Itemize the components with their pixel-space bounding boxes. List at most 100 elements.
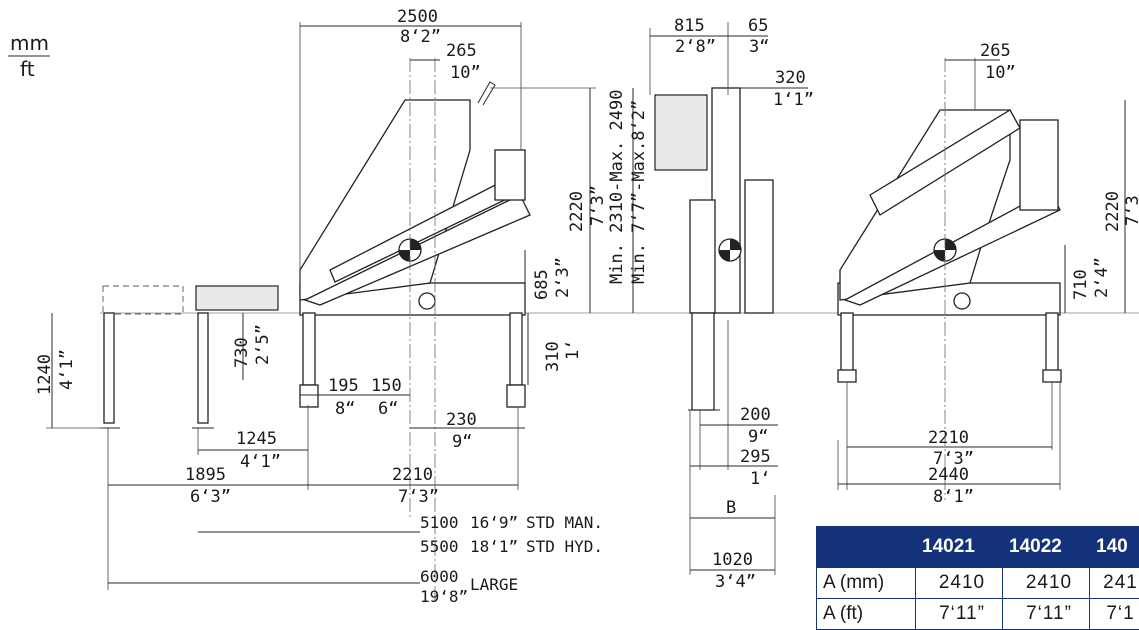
rear-dim-265-mm: 265 [980,41,1011,61]
base-pin [419,293,435,309]
dim-1240-ft: 4‘1” [57,349,77,390]
dim-230-mm: 230 [446,410,477,430]
rear-view: 265 10” 2220 7‘3 710 2‘4” 2210 7‘3” 2440… [838,41,1139,507]
dim-1240-mm: 1240 [35,354,55,395]
unit-ft-label: ft [20,57,35,81]
foot-pad-right [507,385,525,407]
dim-2210-mm: 2210 [392,465,433,485]
spec-cell: 2410 [916,568,1003,599]
dim-1895-ft: 6‘3” [190,487,231,507]
rear-outrigger-right [1046,313,1058,378]
hook-arm [478,82,495,105]
table-row: A (mm) 2410 2410 241 [817,568,1139,599]
dim-195-ft: 8“ [335,399,355,419]
dim-150-ft: 6“ [378,399,398,419]
dim-265-mm: 265 [446,41,477,61]
rear-dim-2440-ft: 8‘1” [933,487,974,507]
front-column [712,88,740,313]
dim-815-mm: 815 [674,16,705,36]
dim-200-mm: 200 [740,405,771,425]
dim-2500-ft: 8‘2” [400,27,441,47]
rear-dim-710-ft: 2‘4” [1092,257,1112,298]
dim-685-ft: 2‘3” [553,257,573,298]
dim-2220-ft: 7‘3” [588,185,608,226]
spec-cell: 7‘1 [1090,599,1139,630]
dim-150-mm: 150 [371,376,402,396]
rear-dim-265-ft: 10” [985,63,1016,83]
rear-dim-2210-mm: 2210 [928,428,969,448]
dim-310-mm: 310 [543,341,563,372]
outrigger-leg-mid [198,313,208,423]
dim-320-mm: 320 [775,68,806,88]
dim-height-range-mm: Min. 2310-Max. 2490 [607,90,627,284]
rear-outrigger-left [841,313,853,378]
dim-815-ft: 2‘8” [675,37,716,57]
dim-265-ft: 10” [450,63,481,83]
spec-row-label: A (mm) [817,568,916,599]
front-outrigger-leg [692,313,714,410]
side-view: 2500 8‘2” 265 10” 2220 7‘3” 685 2‘3” 310… [35,7,608,606]
unit-mm-label: mm [10,31,49,55]
outrigger-leg-far [104,313,114,423]
spec-header-140: 140 [1090,527,1139,568]
spec-cell: 7‘11” [1003,599,1090,630]
dim-b-label: B [726,498,736,518]
dim-1895-mm: 1895 [185,465,226,485]
model-spec-table: 14021 14022 140 A (mm) 2410 2410 241 A (… [816,526,1139,630]
dim-2210-ft: 7‘3” [398,487,439,507]
dim-685-mm: 685 [532,269,552,300]
dim-320-ft: 1‘1” [773,90,814,110]
spec-cell: 2410 [1003,568,1090,599]
span-large-label: LARGE [470,575,518,594]
spec-header-blank [817,527,916,568]
span-std-man-ft: 16‘9” [470,513,518,532]
dim-65-ft: 3“ [749,37,769,57]
dim-200-ft: 9“ [748,427,768,447]
dim-1020-mm: 1020 [712,550,753,570]
rear-dim-710-mm: 710 [1071,269,1091,300]
span-std-hyd-ft: 18‘1” [470,537,518,556]
span-std-hyd-mm: 5500 [420,537,459,556]
rear-foot-left [838,370,856,382]
rear-dim-2220-mm: 2220 [1103,191,1123,232]
spec-table-header-row: 14021 14022 140 [817,527,1139,568]
dim-195-mm: 195 [328,376,359,396]
dim-295-ft: 1‘ [750,469,770,489]
rear-dim-2440-mm: 2440 [928,465,969,485]
boom-tip [495,150,525,200]
span-large-mm: 6000 [420,567,459,586]
spec-cell: 241 [1090,568,1139,599]
dim-1245-ft: 4‘1” [240,452,281,472]
dim-65-mm: 65 [748,16,768,36]
span-std-man-mm: 5100 [420,513,459,532]
front-control-panel [655,95,707,170]
outrigger-leg-right [510,313,522,385]
truck-bed-left [103,286,183,314]
dim-1245-mm: 1245 [236,429,277,449]
dim-730-ft: 2‘5” [253,324,273,365]
rear-foot-right [1043,370,1061,382]
front-boom-stack [745,180,773,313]
dim-1020-ft: 3‘4” [715,572,756,592]
spec-row-label: A (ft) [817,599,916,630]
truck-bed-right [196,286,278,310]
dim-2220-mm: 2220 [567,191,587,232]
dim-230-ft: 9“ [452,432,472,452]
front-view: 815 2‘8” 65 3“ 320 1‘1” Min. 2310-Max. 2… [607,16,814,592]
rear-boom-tip [1020,120,1058,210]
dim-295-mm: 295 [740,447,771,467]
span-large-ft: 19‘8” [420,587,468,606]
table-row: A (ft) 7‘11” 7‘11” 7‘1 [817,599,1139,630]
front-cylinder [690,200,715,313]
spec-header-14022: 14022 [1003,527,1090,568]
outrigger-leg-left [303,313,315,385]
dim-310-ft: 1‘ [563,340,583,360]
crane-dimension-drawing: mm ft 25 [0,0,1139,607]
dim-730-mm: 730 [232,337,252,368]
rear-dim-2220-ft: 7‘3 [1123,195,1139,226]
spec-header-14021: 14021 [916,527,1003,568]
foot-pad-left [300,385,318,407]
rear-base-pin [954,293,970,309]
dim-height-range-ft: Min. 7‘7”-Max.8‘2” [629,100,649,284]
span-std-hyd-label: STD HYD. [526,537,603,556]
